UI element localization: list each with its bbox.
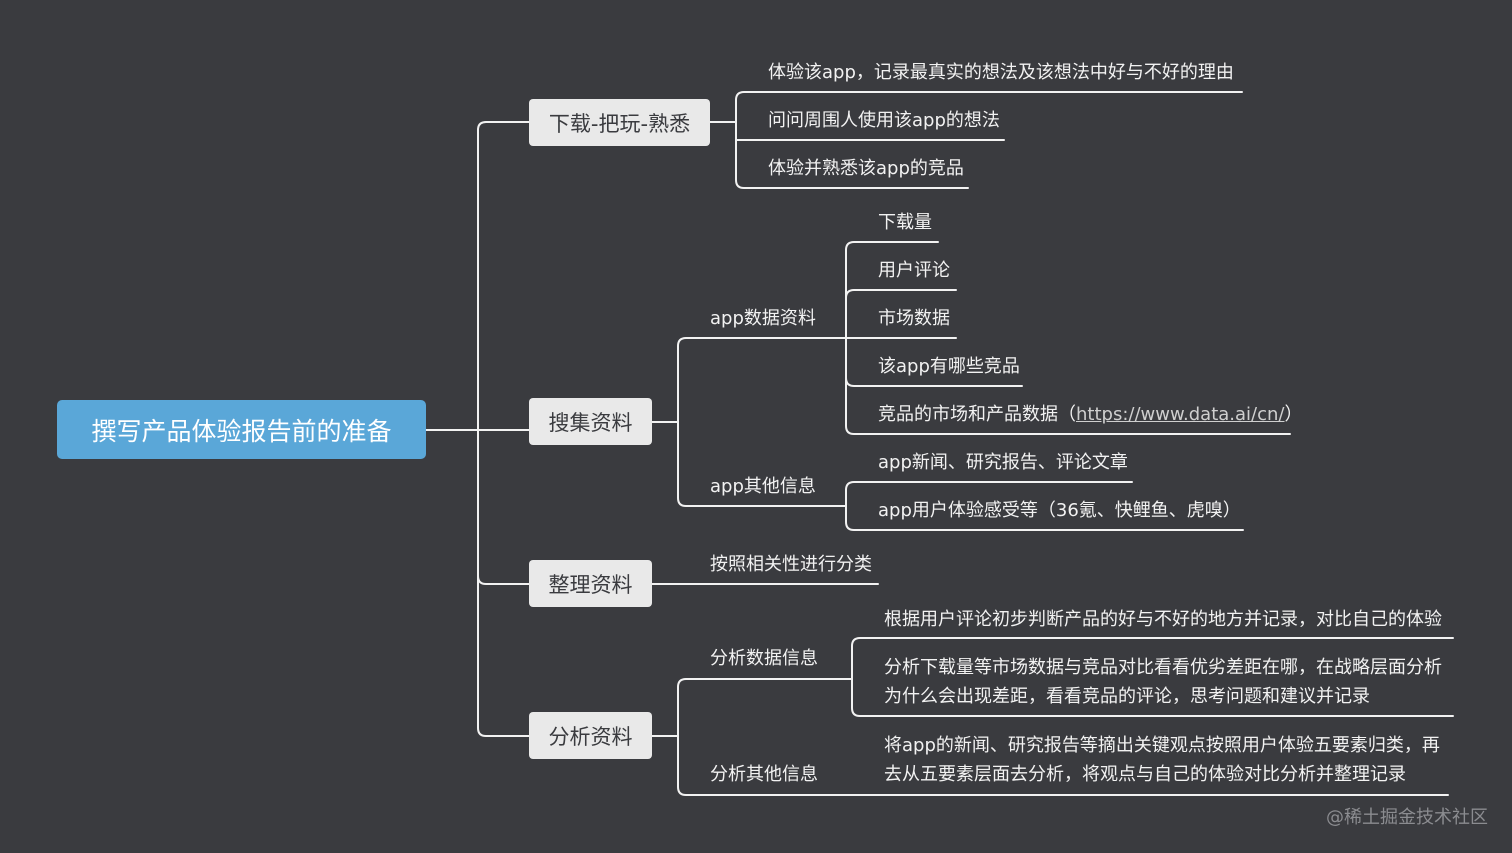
leaf-analyze-news-reports[interactable]: 将app的新闻、研究报告等摘出关键观点按照用户体验五要素归类，再 去从五要素层面… [884,731,1440,789]
leaf-app-user-experience[interactable]: app用户体验感受等（36氪、快鲤鱼、虎嗅） [878,500,1241,521]
leaf-app-news[interactable]: app新闻、研究报告、评论文章 [878,452,1128,473]
leaf-competitors-list[interactable]: 该app有哪些竞品 [878,356,1020,377]
leaf-competitor-market-data[interactable]: 竞品的市场和产品数据（https://www.data.ai/cn/） [878,406,1303,424]
data-ai-link[interactable]: https://www.data.ai/cn/ [1076,404,1285,425]
leaf-analyze-news-reports-line-1: 将app的新闻、研究报告等摘出关键观点按照用户体验五要素归类，再 [884,735,1440,756]
branch-organize-materials[interactable]: 整理资料 [529,560,652,607]
leaf-downloads[interactable]: 下载量 [878,212,932,233]
branch-analyze-materials[interactable]: 分析资料 [529,712,652,759]
group-analyze-other-info[interactable]: 分析其他信息 [710,764,818,785]
group-app-data[interactable]: app数据资料 [710,308,816,329]
group-app-other-info[interactable]: app其他信息 [710,476,816,497]
leaf-analyze-market-data-line-2: 为什么会出现差距，看看竞品的评论，思考问题和建议并记录 [884,686,1370,707]
leaf-analyze-news-reports-line-2: 去从五要素层面去分析，将观点与自己的体验对比分析并整理记录 [884,764,1406,785]
group-analyze-data-info[interactable]: 分析数据信息 [710,648,818,669]
leaf-analyze-market-data[interactable]: 分析下载量等市场数据与竞品对比看看优劣差距在哪，在战略层面分析 为什么会出现差距… [884,653,1442,711]
branch-download-play-familiarize[interactable]: 下载-把玩-熟悉 [529,99,710,146]
leaf-judge-from-reviews[interactable]: 根据用户评论初步判断产品的好与不好的地方并记录，对比自己的体验 [884,609,1442,630]
leaf-experience-app[interactable]: 体验该app，记录最真实的想法及该想法中好与不好的理由 [768,62,1234,83]
leaf-user-reviews[interactable]: 用户评论 [878,260,950,281]
leaf-competitor-market-data-text: 竞品的市场和产品数据（ [878,404,1076,425]
leaf-ask-people-around[interactable]: 问问周围人使用该app的想法 [768,110,1000,131]
closing-paren: ） [1284,404,1303,425]
leaf-analyze-market-data-line-1: 分析下载量等市场数据与竞品对比看看优劣差距在哪，在战略层面分析 [884,657,1442,678]
leaf-classify-by-relevance[interactable]: 按照相关性进行分类 [710,554,872,575]
leaf-market-data[interactable]: 市场数据 [878,308,950,329]
watermark: @稀土掘金技术社区 [1326,807,1488,828]
root-node[interactable]: 撰写产品体验报告前的准备 [57,400,426,459]
leaf-experience-competitors[interactable]: 体验并熟悉该app的竞品 [768,158,964,179]
branch-collect-materials[interactable]: 搜集资料 [529,398,652,445]
